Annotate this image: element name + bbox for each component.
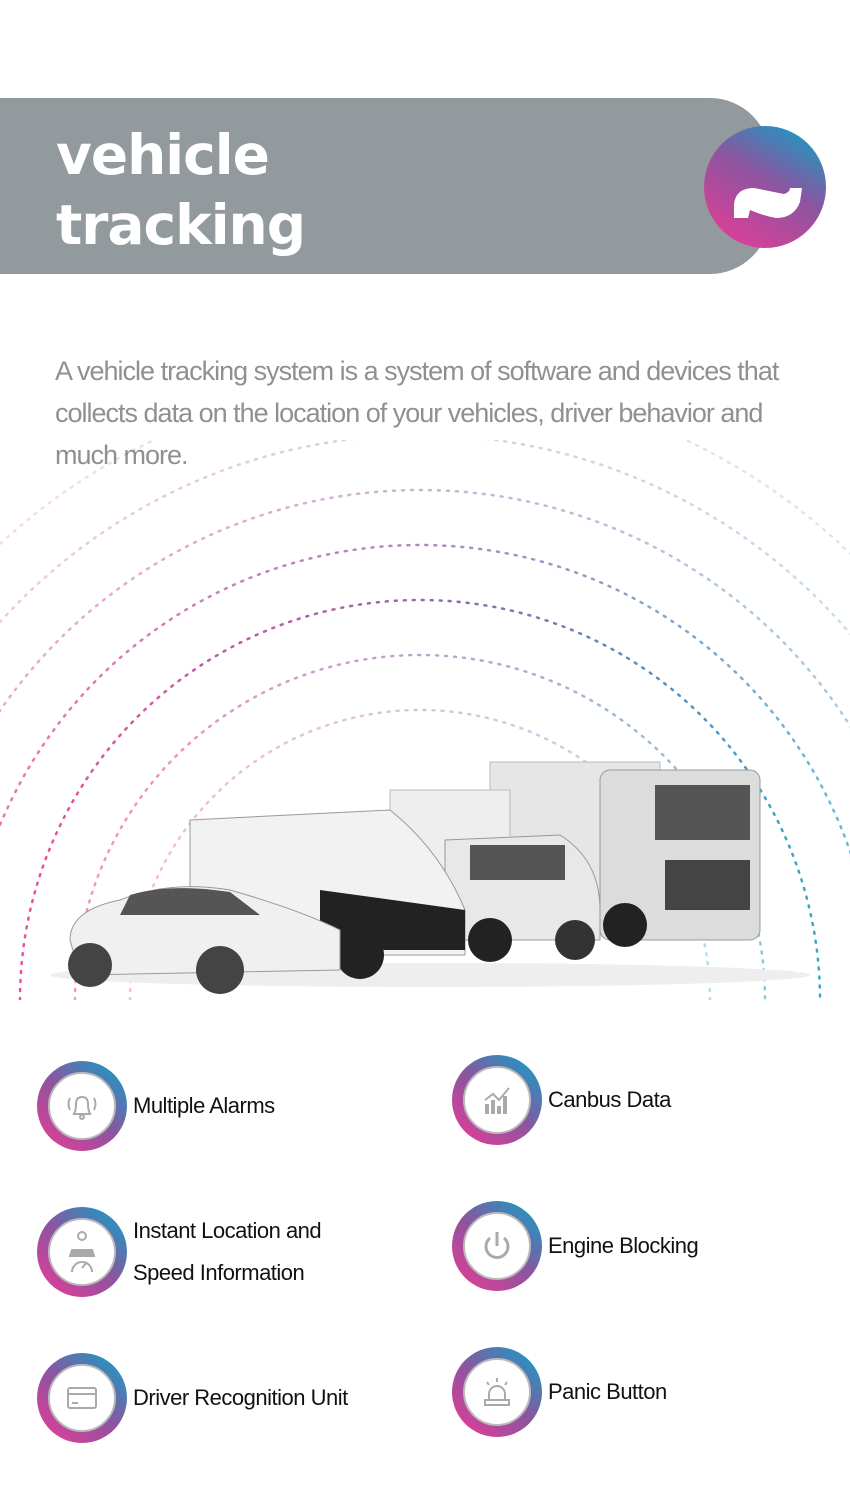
page-title: vehicle tracking system (56, 123, 306, 327)
signal-arc (18, 598, 822, 1000)
brand-logo (704, 126, 826, 248)
siren-icon (463, 1358, 531, 1426)
feature-canbus-data: Canbus Data (452, 1055, 671, 1145)
vehicles-illustration (50, 761, 810, 994)
card-icon (48, 1364, 116, 1432)
power-icon (463, 1212, 531, 1280)
signal-arc (73, 653, 767, 1000)
feature-panic-button: Panic Button (452, 1347, 667, 1437)
signal-arc (0, 488, 850, 729)
signal-arc (0, 543, 850, 856)
feature-engine-blocking: Engine Blocking (452, 1201, 699, 1291)
car-image (68, 886, 341, 994)
location-speed-icon (48, 1218, 116, 1286)
bell-icon (48, 1072, 116, 1140)
intro-text: A vehicle tracking system is a system of… (55, 356, 779, 470)
chart-icon (463, 1066, 531, 1134)
feature-multiple-alarms: Multiple Alarms (37, 1061, 275, 1151)
header-band (0, 98, 770, 274)
feature-driver-recognition: Driver Recognition Unit (37, 1353, 348, 1443)
